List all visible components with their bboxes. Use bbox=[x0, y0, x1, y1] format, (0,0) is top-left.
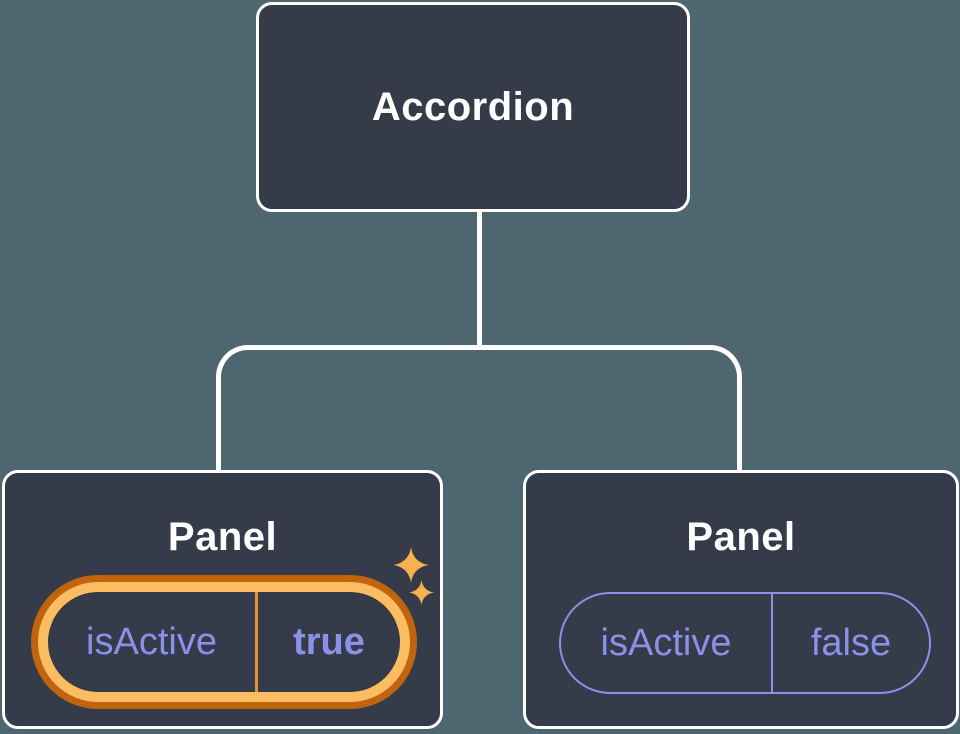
prop-value-label: true bbox=[293, 620, 365, 663]
panel-node-label: Panel bbox=[167, 515, 278, 559]
prop-name-label: isActive bbox=[561, 594, 773, 692]
accordion-node-label: Accordion bbox=[371, 84, 575, 129]
prop-name-label: isActive bbox=[48, 592, 258, 692]
prop-pill-inactive: isActive false bbox=[559, 592, 931, 694]
panel-node-active: Panel isActive true bbox=[2, 470, 443, 729]
prop-pill-active: isActive true bbox=[38, 582, 410, 702]
tree-connector-branch bbox=[216, 345, 742, 472]
sparkle-icon bbox=[393, 547, 429, 583]
panel-node-inactive: Panel isActive false bbox=[523, 470, 959, 729]
tree-connector-stem bbox=[477, 210, 482, 347]
prop-value-label: false bbox=[810, 621, 892, 664]
sparkle-icon bbox=[409, 580, 434, 605]
accordion-node: Accordion bbox=[256, 2, 690, 212]
panel-node-label: Panel bbox=[686, 515, 796, 559]
